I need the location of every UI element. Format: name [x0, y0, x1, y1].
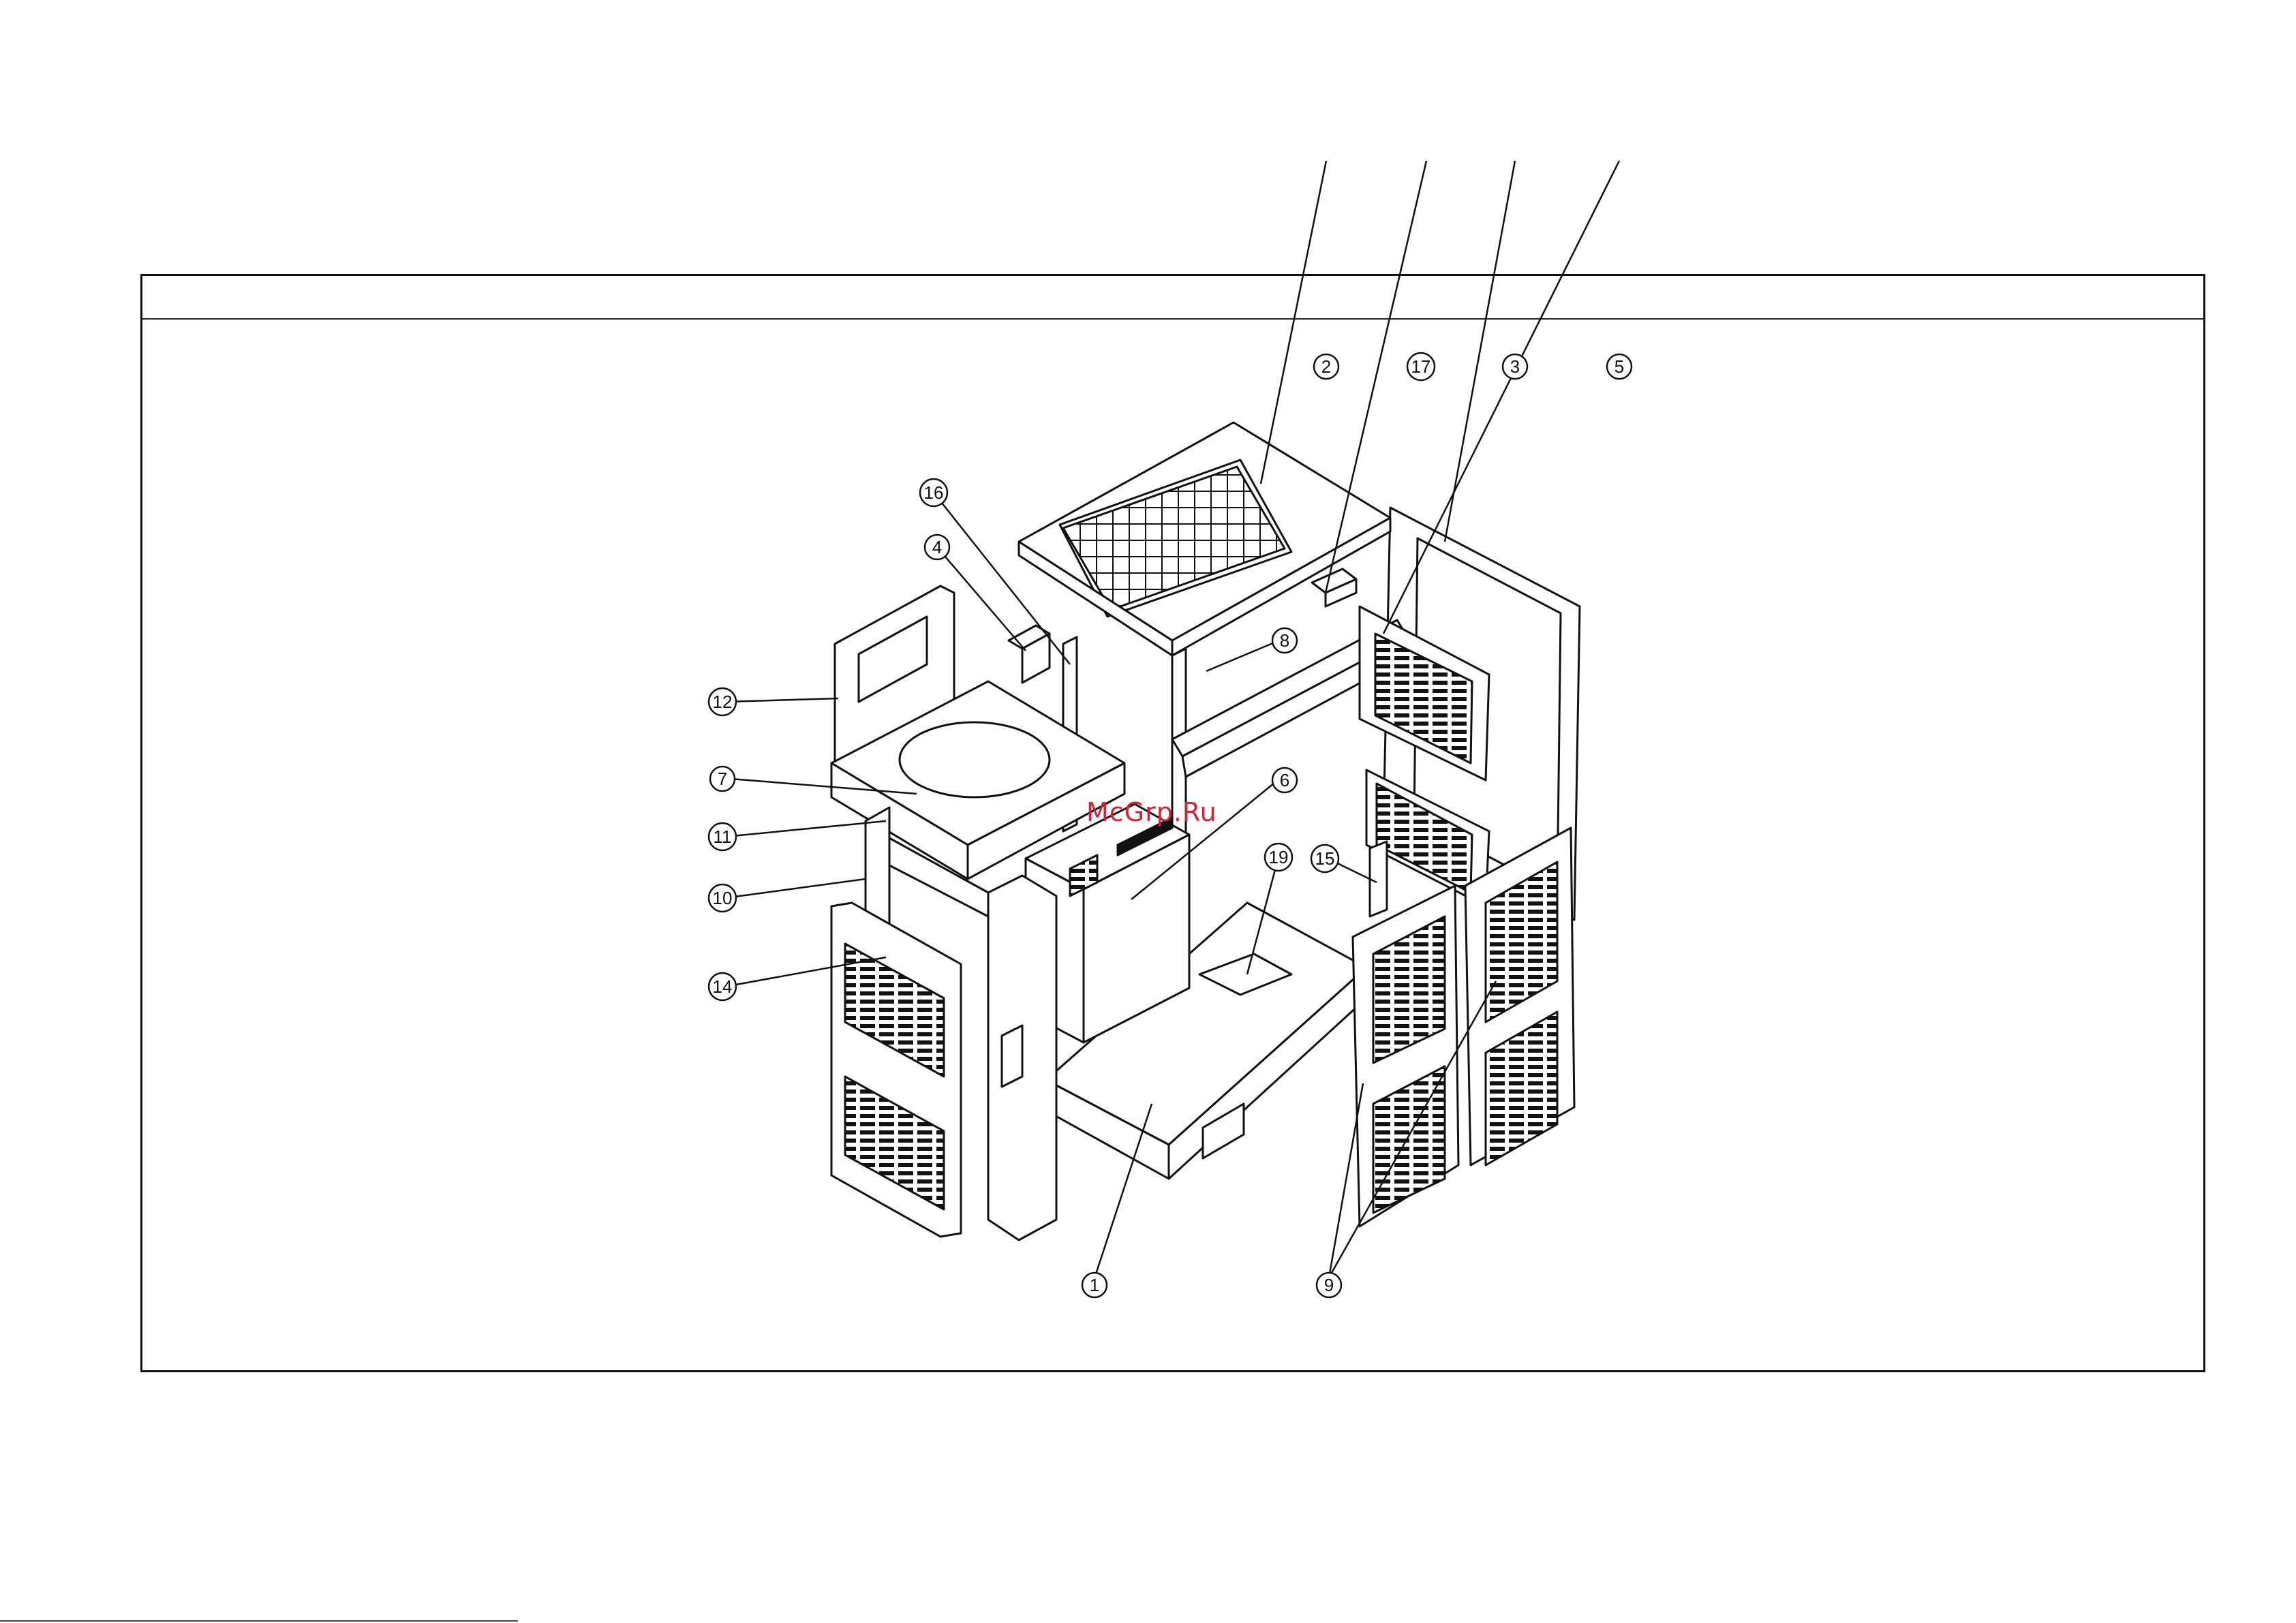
svg-text:14: 14 — [713, 976, 733, 997]
svg-text:11: 11 — [714, 826, 732, 847]
part-15-bracket — [1370, 841, 1387, 916]
part-9-right-side-panel-rear — [1465, 828, 1574, 1165]
svg-text:10: 10 — [713, 888, 733, 908]
svg-text:5: 5 — [1614, 356, 1624, 377]
callout-5: 5 — [1607, 354, 1632, 379]
callout-2: 2 — [1314, 354, 1338, 379]
svg-text:16: 16 — [924, 482, 944, 503]
svg-text:9: 9 — [1324, 1275, 1334, 1295]
svg-text:4: 4 — [932, 537, 942, 557]
svg-text:12: 12 — [713, 692, 733, 712]
part-9-right-side-panel-front — [1353, 886, 1458, 1226]
callout-4: 4 — [925, 535, 949, 559]
svg-text:17: 17 — [1411, 356, 1431, 377]
callout-6: 6 — [1272, 768, 1297, 792]
callout-9: 9 — [1317, 1273, 1341, 1297]
callout-15: 15 — [1311, 845, 1338, 872]
callout-16: 16 — [920, 479, 947, 506]
svg-text:19: 19 — [1269, 847, 1289, 867]
callout-3: 3 — [1503, 354, 1527, 379]
svg-text:7: 7 — [718, 769, 727, 789]
part-2-top-panel — [1019, 422, 1390, 655]
svg-text:1: 1 — [1090, 1275, 1099, 1295]
callout-19: 19 — [1265, 844, 1292, 871]
watermark-text: McGrp.Ru — [1086, 797, 1217, 827]
svg-text:15: 15 — [1315, 848, 1335, 869]
svg-text:3: 3 — [1510, 356, 1520, 377]
callout-12: 12 — [709, 688, 736, 715]
callout-8: 8 — [1272, 628, 1297, 653]
part-14-left-side-panel — [831, 903, 961, 1237]
callout-17: 17 — [1407, 353, 1435, 380]
callout-10: 10 — [709, 884, 736, 912]
svg-text:8: 8 — [1280, 630, 1289, 651]
callout-7: 7 — [710, 767, 735, 791]
callout-14: 14 — [709, 973, 736, 1000]
callout-11: 11 — [709, 823, 736, 850]
callout-1: 1 — [1082, 1273, 1107, 1297]
part-17-bracket — [1312, 569, 1356, 606]
footer-rule — [0, 1620, 518, 1622]
svg-text:6: 6 — [1280, 770, 1289, 790]
svg-text:2: 2 — [1321, 356, 1331, 377]
